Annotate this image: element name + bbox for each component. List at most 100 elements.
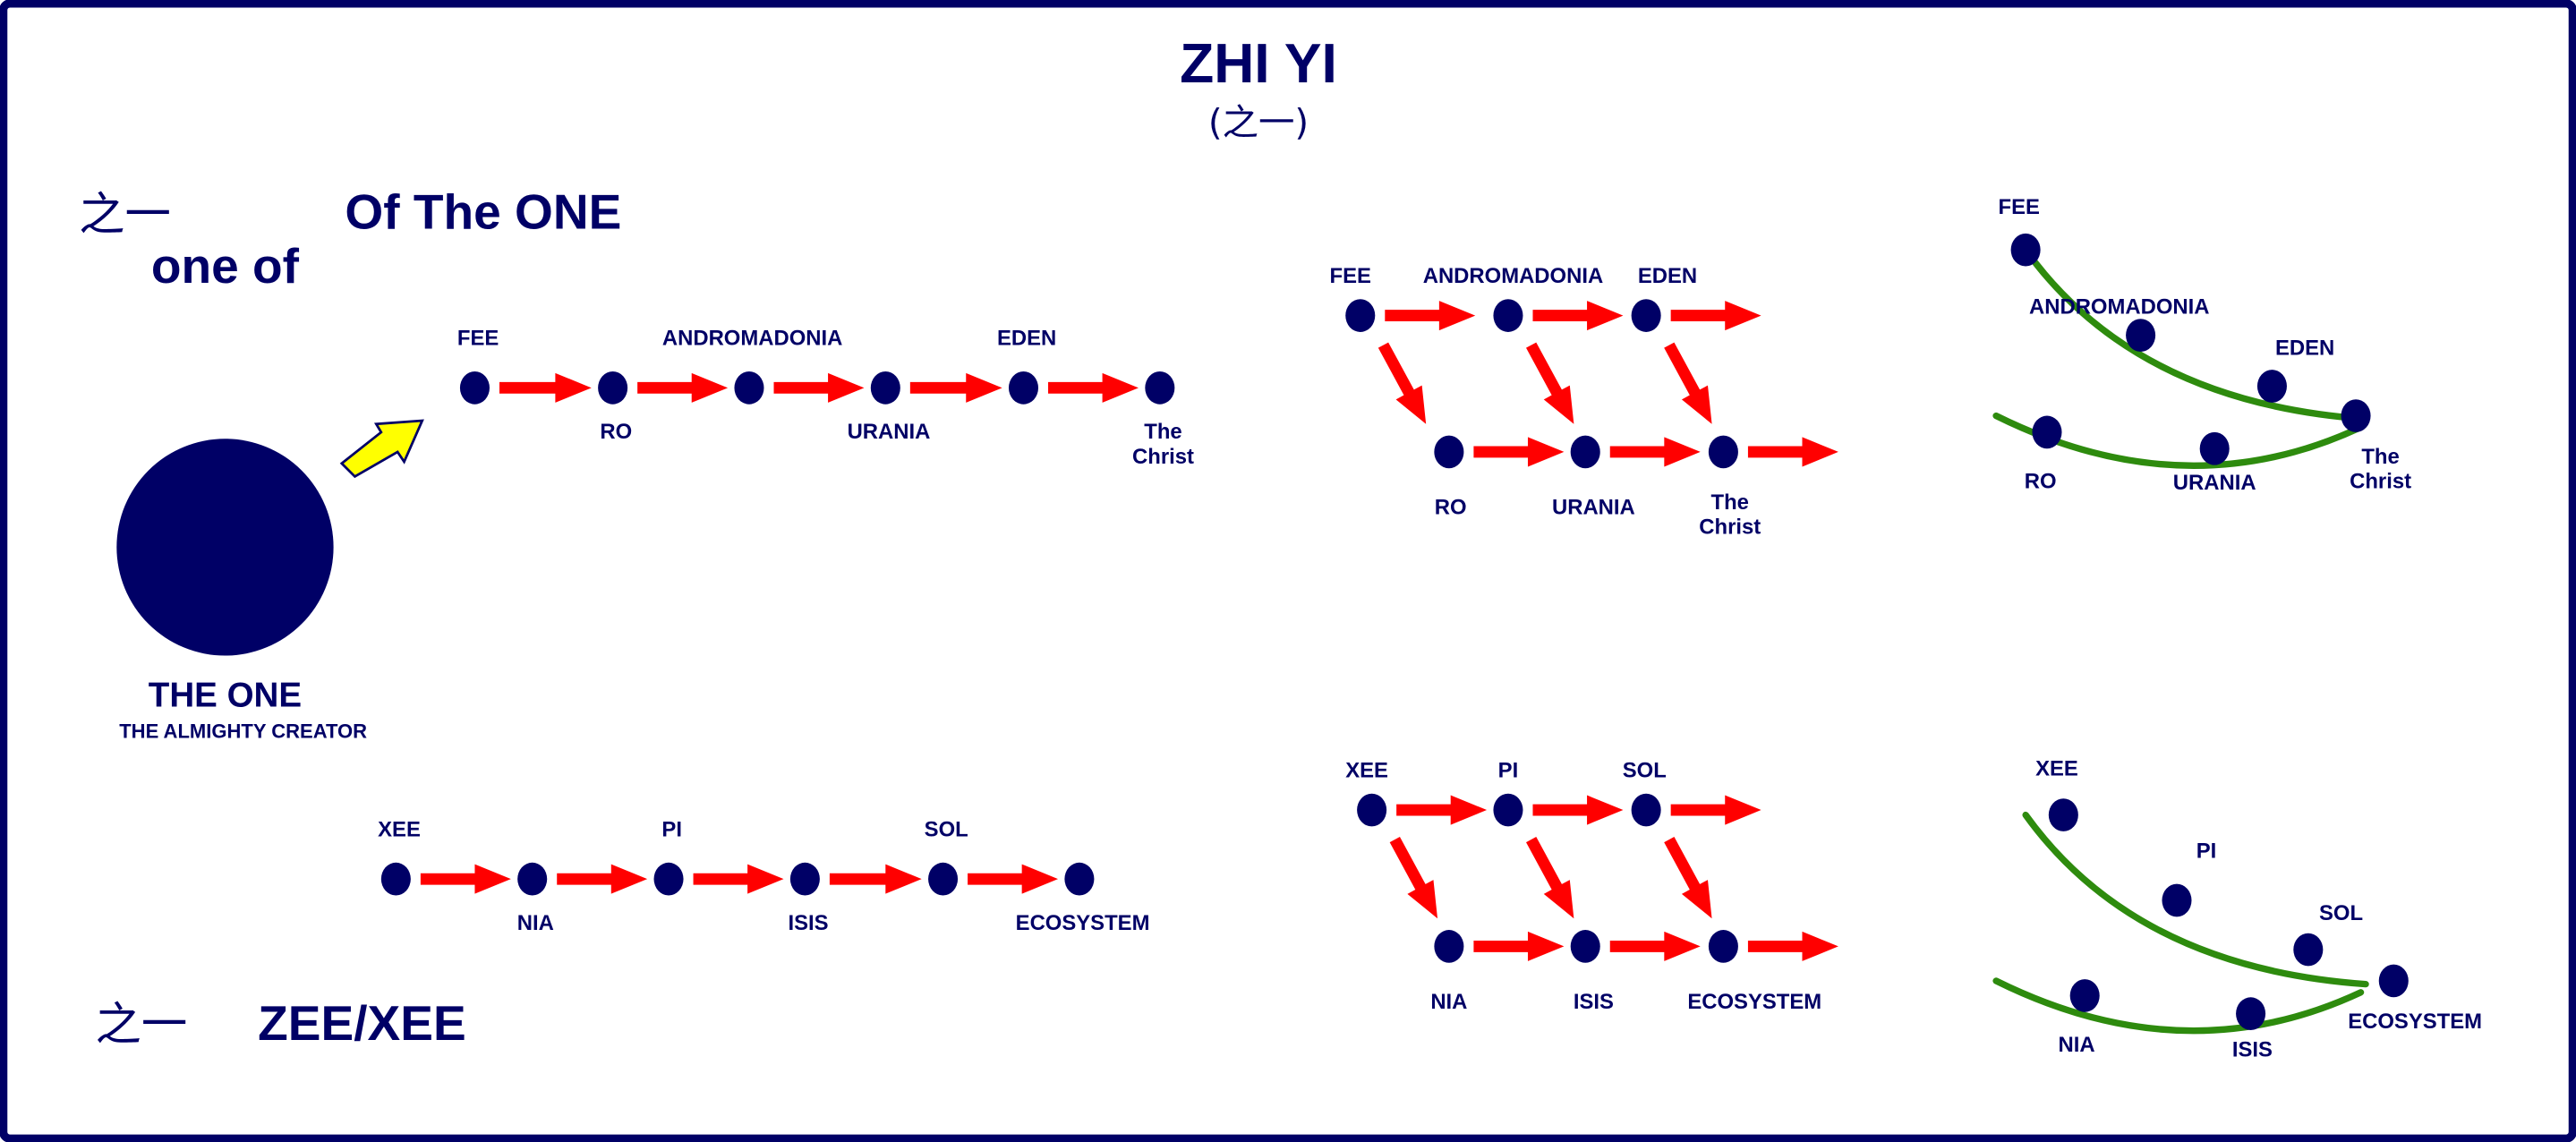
red-arrow-icon [829, 864, 922, 894]
seq-one-node-dot [1008, 371, 1039, 405]
green-curve-upper [2022, 811, 2369, 988]
arc-two-node-dot [2293, 933, 2324, 967]
heading-of-the-one: Of The ONE [345, 183, 621, 239]
green-curve-upper [2022, 246, 2369, 422]
seq-one-node-label: FEE [457, 327, 499, 351]
grid-one-node-label: ANDROMADONIA [1423, 264, 1603, 288]
seq-one-node-dot [598, 371, 628, 405]
footer-chinese: 之一 [95, 998, 187, 1052]
grid-one-node-dot [1570, 435, 1600, 469]
arc-one-node-label: URANIA [2173, 471, 2256, 495]
heading-chinese: 之一 [79, 188, 171, 242]
grid-two-node-dot [1631, 793, 1661, 827]
seq-one-node-dot [459, 371, 490, 405]
red-arrow-icon [1048, 372, 1139, 403]
seq-one-node-label: RO [600, 420, 632, 444]
red-arrow-icon [968, 864, 1059, 894]
arc-two-node-label: NIA [2058, 1033, 2094, 1057]
seq-one-node-dot [734, 371, 764, 405]
grid-two-node-dot [1708, 930, 1738, 963]
grid-two-node-label: XEE [1345, 758, 1388, 782]
page-title: ZHI YI [1180, 33, 1337, 95]
arc-two-node-dot [2162, 883, 2192, 917]
arc-two-node-dot [2378, 964, 2409, 998]
seq-one-node-label: EDEN [997, 327, 1056, 351]
the-one-sublabel: THE ALMIGHTY CREATOR [119, 720, 367, 742]
green-curve-lower [1992, 977, 2365, 1035]
red-arrow-icon [1532, 795, 1624, 825]
seq-two-node-dot [1064, 862, 1095, 896]
red-arrow-icon [1532, 301, 1624, 331]
red-arrow-icon [1747, 437, 1838, 467]
grid-two-node-label: PI [1498, 758, 1519, 782]
red-arrow-icon [420, 864, 511, 894]
yellow-pointer-arrow-icon [339, 419, 424, 479]
seq-one-node-dot [1145, 371, 1175, 405]
grid-one-node-dot [1434, 435, 1464, 469]
grid-one-node-dot [1631, 299, 1661, 332]
red-arrow-icon [1670, 301, 1761, 331]
red-arrow-icon [1525, 837, 1574, 919]
red-arrow-icon [773, 372, 865, 403]
red-arrow-icon [909, 372, 1002, 403]
red-arrow-icon [1670, 795, 1761, 825]
grid-two-node-label: ISIS [1574, 990, 1614, 1014]
arc-one-node-dot [2032, 415, 2062, 449]
red-arrow-icon [1747, 931, 1838, 961]
the-one-label: THE ONE [149, 676, 302, 714]
seq-one-node-dot [870, 371, 900, 405]
arc-one-node-label: RO [2025, 469, 2057, 493]
red-arrow-icon [1396, 795, 1488, 825]
arc-one-node-label: FEE [1999, 195, 2040, 219]
red-arrow-icon [1473, 437, 1565, 467]
grid-one-node-label: FEE [1330, 264, 1371, 288]
red-arrow-icon [1609, 437, 1701, 467]
seq-two-node-dot [380, 862, 411, 896]
arc-two-node-dot [2048, 798, 2078, 831]
red-arrow-icon [1664, 342, 1712, 424]
red-arrow-icon [1389, 837, 1438, 919]
footer-label: ZEE/XEE [258, 995, 466, 1051]
red-arrow-icon [1664, 837, 1712, 919]
arc-one-node-dot [2126, 319, 2156, 352]
grid-one-node-dot [1708, 435, 1738, 469]
arc-one-node-dot [2341, 399, 2371, 432]
grid-two-node-label: ECOSYSTEM [1687, 990, 1821, 1014]
red-arrow-icon [1473, 931, 1565, 961]
grid-two-node-dot [1570, 930, 1600, 963]
red-arrow-icon [1609, 931, 1701, 961]
seq-two-node-label: ISIS [788, 911, 828, 935]
arc-one-node-dot [2256, 370, 2287, 403]
arc-two-node-label: SOL [2319, 901, 2363, 925]
seq-two-node-label: NIA [517, 911, 554, 935]
seq-two-node-label: XEE [378, 817, 421, 841]
red-arrow-icon [1385, 301, 1476, 331]
arc-one-node-dot [2199, 431, 2230, 465]
grid-two-node-dot [1493, 793, 1523, 827]
grid-two-node-dot [1434, 930, 1464, 963]
grid-one-node-dot [1345, 299, 1376, 332]
red-arrow-icon [1378, 342, 1427, 424]
page-subtitle: (之一) [1208, 102, 1309, 144]
grid-two-node-label: NIA [1430, 990, 1467, 1014]
arc-one-node-label: ANDROMADONIA [2029, 295, 2209, 320]
arc-two-node-label: ISIS [2232, 1037, 2273, 1061]
grid-one-node-label: RO [1435, 496, 1467, 520]
seq-one-node-label: ANDROMADONIA [662, 327, 842, 351]
grid-one-node-dot [1493, 299, 1523, 332]
grid-two-node-label: SOL [1623, 758, 1667, 782]
arc-one-node-dot [2010, 233, 2041, 267]
seq-two-node-dot [517, 862, 548, 896]
seq-two-node-label: ECOSYSTEM [1016, 911, 1150, 935]
seq-two-node-dot [653, 862, 684, 896]
red-arrow-icon [637, 372, 729, 403]
arc-two-node-label: ECOSYSTEM [2348, 1010, 2482, 1034]
grid-two-node-dot [1357, 793, 1387, 827]
red-arrow-icon [693, 864, 784, 894]
seq-two-node-label: SOL [925, 817, 968, 841]
